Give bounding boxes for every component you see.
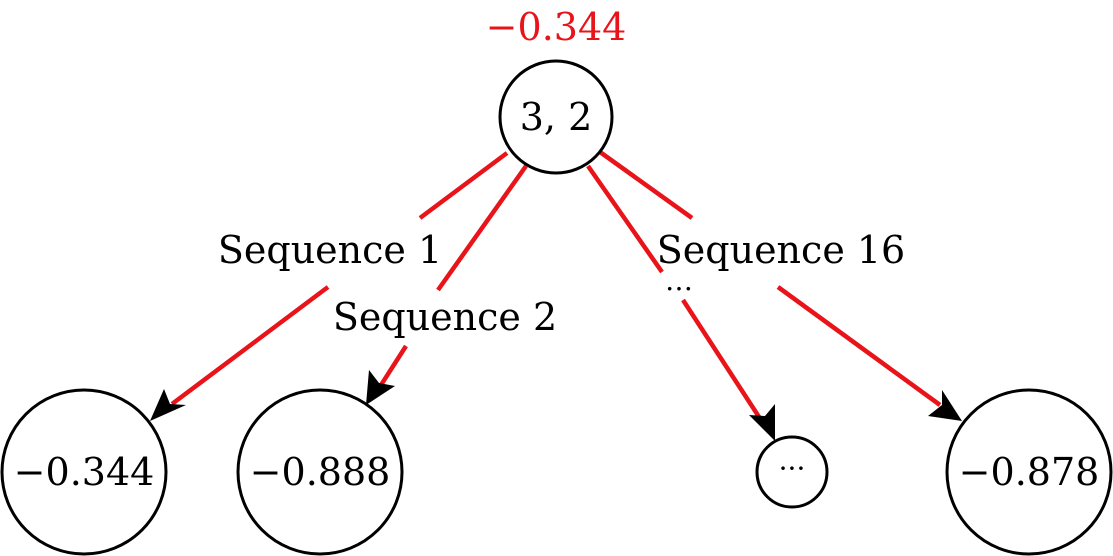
child-circle-ellipsis [755,435,829,509]
arrowhead-3-icon [749,404,775,441]
edge-1-upper [418,151,509,220]
arrowhead-1-icon [150,389,186,421]
edge-label-1: Sequence 1 [218,228,442,272]
edge-label-16: Sequence 16 [657,228,905,272]
child-label-1: −0.344 [14,450,155,494]
child-node-ellipsis: ··· [755,435,829,509]
edge-4-lower [776,285,942,407]
edge-label-ellipsis: … [665,264,693,297]
child-label-4: −0.878 [959,450,1100,494]
edge-2-upper [436,164,528,292]
child-circle-2 [236,388,404,556]
child-node-1: −0.344 [0,388,168,556]
root-circle [498,59,614,175]
root-value: −0.344 [486,5,627,49]
child-circle-4 [945,388,1113,556]
child-node-4: −0.878 [945,388,1113,556]
edge-labels-group: Sequence 1 Sequence 2 … Sequence 16 [218,228,905,339]
edge-label-2: Sequence 2 [333,295,557,339]
edge-1-lower [170,285,330,406]
edge-4-upper [598,150,694,220]
edge-3-upper [586,164,664,274]
child-label-2: −0.888 [250,450,391,494]
arrowhead-4-icon [928,390,962,421]
root-label: 3, 2 [520,95,593,139]
child-label-ellipsis: ··· [779,452,806,485]
edges-group [170,150,942,422]
child-node-2: −0.888 [236,388,404,556]
edge-3-lower [681,298,763,422]
child-circle-1 [0,388,168,556]
arrowhead-2-icon [366,370,395,405]
root-node: 3, 2 [498,59,614,175]
edge-2-lower [379,344,408,387]
arrowheads-group [150,370,962,441]
